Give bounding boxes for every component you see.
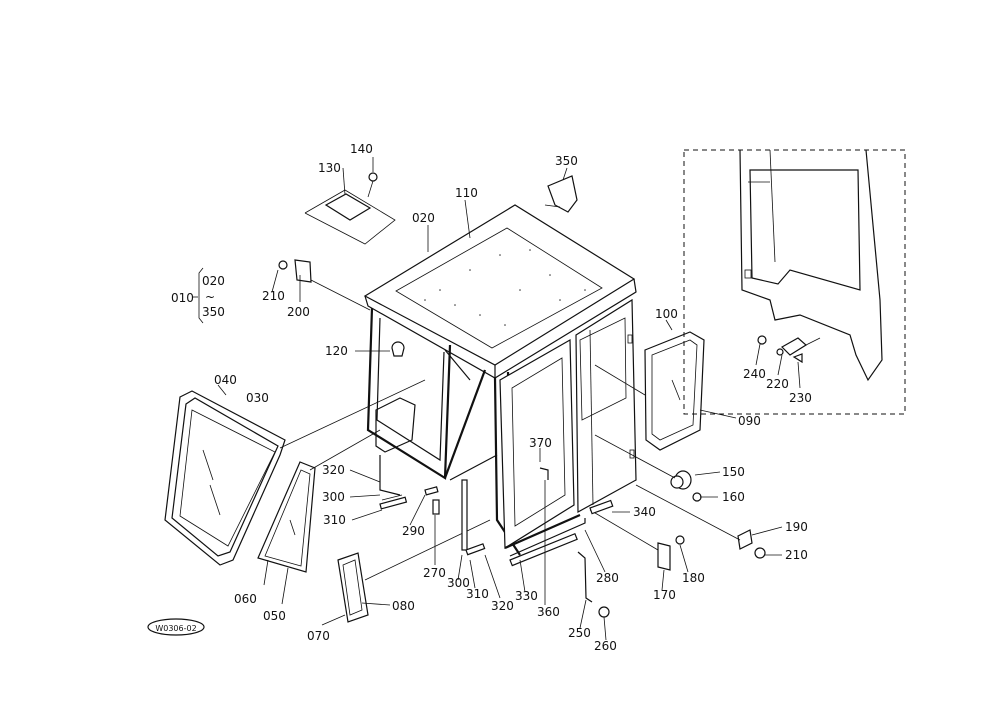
- callout-280: 280: [596, 571, 619, 585]
- callout-040: 040: [214, 373, 237, 387]
- callout-060: 060: [234, 592, 257, 606]
- leader-lines: [193, 157, 801, 641]
- group-range-tilde: ~: [205, 290, 215, 304]
- callout-250: 250: [568, 626, 591, 640]
- callout-170: 170: [653, 588, 676, 602]
- callout-350: 350: [555, 154, 578, 168]
- roof-liner-110: [395, 227, 603, 349]
- callout-270: 270: [423, 566, 446, 580]
- callout-360: 360: [537, 605, 560, 619]
- part-130: [324, 193, 372, 221]
- callout-190: 190: [785, 520, 808, 534]
- window-030: [164, 390, 286, 566]
- callout-090: 090: [738, 414, 761, 428]
- callout-labels: 010 020 ~ 350 140 130 350 110 020 210 20…: [171, 142, 812, 653]
- callout-330: 330: [515, 589, 538, 603]
- callout-260: 260: [594, 639, 617, 653]
- bracket-350: [547, 175, 578, 213]
- callout-050: 050: [263, 609, 286, 623]
- callout-240: 240: [743, 367, 766, 381]
- detail-inset: [683, 149, 906, 415]
- callout-320-left: 320: [322, 463, 345, 477]
- callout-210-bottom: 210: [785, 548, 808, 562]
- callout-310-left: 310: [323, 513, 346, 527]
- door-frame: [499, 338, 575, 550]
- callout-370: 370: [529, 436, 552, 450]
- callout-210-top: 210: [262, 289, 285, 303]
- callout-300-left: 300: [322, 490, 345, 504]
- callout-080: 080: [392, 599, 415, 613]
- callout-300-right: 300: [447, 576, 470, 590]
- callout-220: 220: [766, 377, 789, 391]
- window-070: [337, 552, 369, 623]
- part-340: [589, 499, 614, 515]
- roof-mount-outline: [304, 172, 396, 245]
- callout-350-group: 350: [202, 305, 225, 319]
- callout-310-right: 310: [466, 587, 489, 601]
- callout-200: 200: [287, 305, 310, 319]
- callout-120: 120: [325, 344, 348, 358]
- callout-020: 020: [412, 211, 435, 225]
- callout-020-group: 020: [202, 274, 225, 288]
- bolt-140: [368, 172, 378, 182]
- callout-140: 140: [350, 142, 373, 156]
- bracket-200: [294, 259, 312, 283]
- front-pillar: [366, 307, 452, 480]
- callout-110: 110: [455, 186, 478, 200]
- drawing-code-badge: W0306-02: [147, 618, 205, 636]
- lower-small-parts: [379, 455, 578, 567]
- callout-030: 030: [246, 391, 269, 405]
- lever-250: [577, 551, 610, 618]
- callout-230: 230: [789, 391, 812, 405]
- callout-010: 010: [171, 291, 194, 305]
- lamp-120: [391, 341, 405, 357]
- callout-340: 340: [633, 505, 656, 519]
- callout-070: 070: [307, 629, 330, 643]
- callout-100: 100: [655, 307, 678, 321]
- bolt-210-top: [278, 260, 288, 270]
- cab-frame: [363, 204, 637, 557]
- drawing-code: W0306-02: [155, 624, 196, 633]
- hinge-170: [589, 509, 685, 571]
- window-050: [257, 461, 316, 573]
- callout-180: 180: [682, 571, 705, 585]
- callout-150: 150: [722, 465, 745, 479]
- bracket-190: [635, 484, 766, 559]
- callout-160: 160: [722, 490, 745, 504]
- callout-130: 130: [318, 161, 341, 175]
- callout-290: 290: [402, 524, 425, 538]
- callout-320-right: 320: [491, 599, 514, 613]
- window-090: [644, 331, 705, 451]
- roof-liner-texture: [424, 249, 586, 326]
